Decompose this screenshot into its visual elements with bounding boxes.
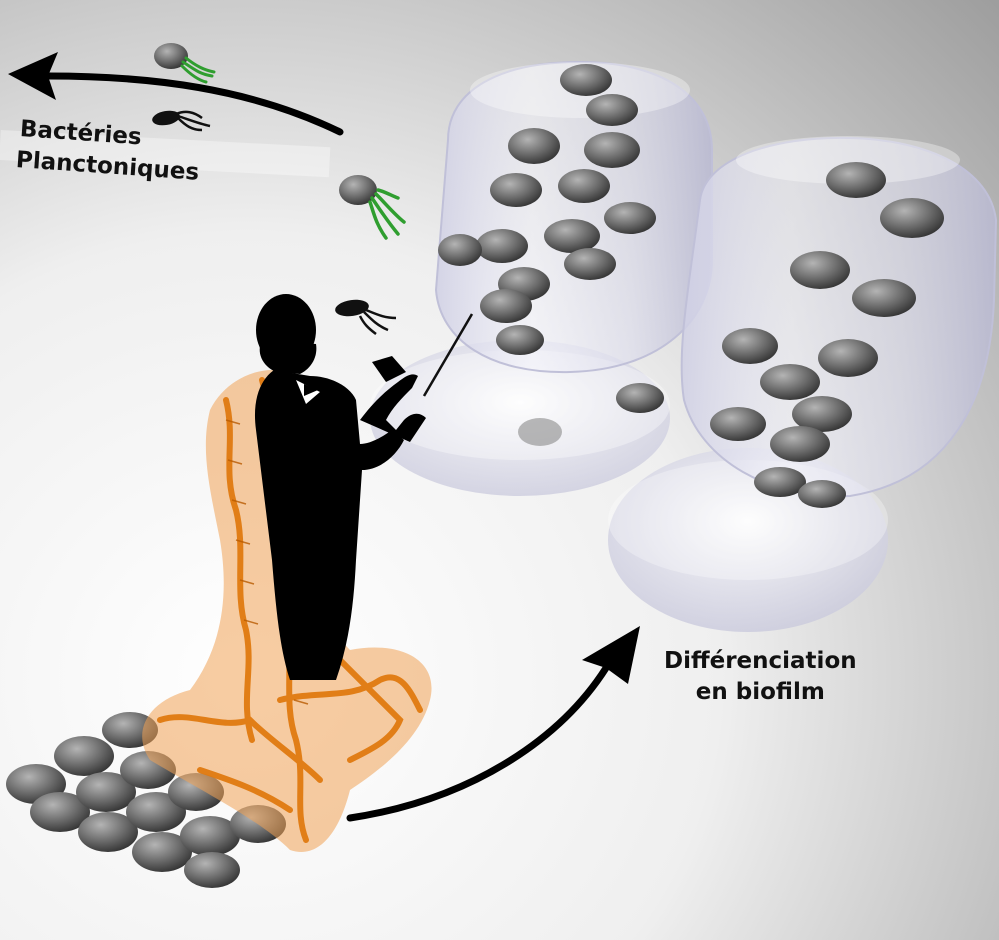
differentiation-arrow xyxy=(346,626,640,822)
biofilm-differentiation-label: Différenciation en biofilm xyxy=(664,646,857,708)
light-streak xyxy=(0,130,331,178)
planktonic-arrow xyxy=(8,52,344,136)
embedded-bacteria-front xyxy=(710,162,944,508)
planktonic-bacterium-4 xyxy=(335,299,397,335)
planktonic-bacterium-2 xyxy=(152,110,211,132)
biofilm-colony-front xyxy=(608,136,998,632)
biofilm-colony-back xyxy=(370,60,713,496)
planktonic-bacterium-3 xyxy=(339,175,406,240)
planktonic-bacterium-1 xyxy=(154,43,216,84)
biofilm-label-line-2: en biofilm xyxy=(695,679,825,706)
embedded-bacteria-back xyxy=(438,64,664,446)
planktonic-bacteria-label: Bactéries Planctoniques xyxy=(15,114,200,186)
conductor-silhouette xyxy=(254,294,426,680)
conductor-baton xyxy=(422,313,474,397)
biofilm-label-line-1: Différenciation xyxy=(664,648,857,674)
conductor-bowtie xyxy=(304,384,318,396)
